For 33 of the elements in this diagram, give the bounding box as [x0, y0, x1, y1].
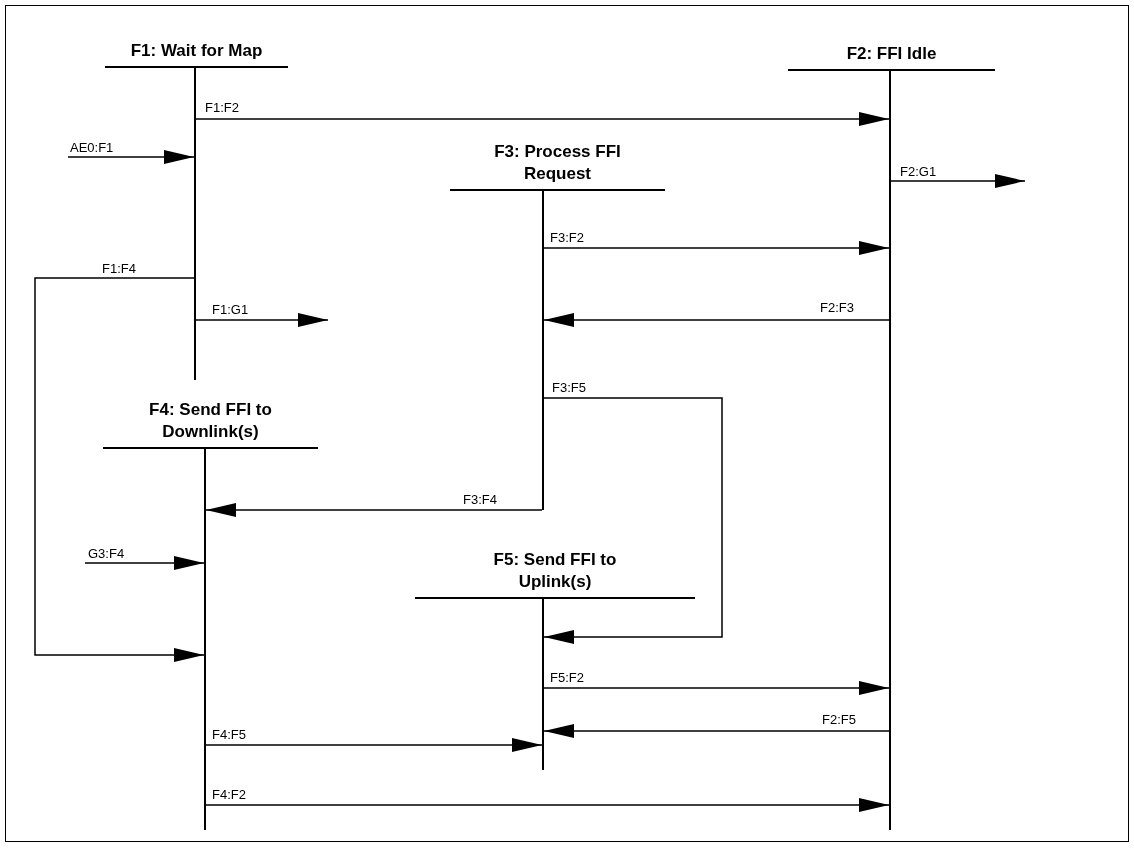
arrow: [890, 174, 1026, 188]
arrow: [84, 556, 205, 570]
arrow: [205, 738, 543, 752]
edge-label: AE0:F1: [70, 140, 114, 155]
edge-label: G3:F4: [88, 546, 125, 561]
arrow: [543, 397, 723, 644]
edge-label: F4:F5: [212, 727, 246, 742]
edge-label: F4:F2: [212, 787, 246, 802]
state-title: F3: Process FFI Request: [493, 141, 622, 185]
edge-label: F2:F3: [820, 300, 854, 315]
arrow: [543, 313, 890, 327]
arrow: [34, 277, 205, 662]
edge-label: F2:F5: [822, 712, 856, 727]
edge-label: F1:F2: [205, 100, 239, 115]
edge-label: F3:F2: [550, 230, 584, 245]
state-title: F1: Wait for Map: [129, 40, 264, 62]
edge-label: F2:G1: [900, 164, 937, 179]
arrow: [195, 313, 329, 327]
state-title: F5: Send FFI to Uplink(s): [492, 549, 618, 593]
arrow: [543, 681, 890, 695]
edge-label: F3:F5: [552, 380, 586, 395]
edge-label: F3:F4: [463, 492, 497, 507]
edge-label: F1:G1: [212, 302, 249, 317]
arrow: [67, 150, 195, 164]
arrow: [543, 241, 890, 255]
state-title: F4: Send FFI to Downlink(s): [148, 399, 273, 443]
edge-label: F5:F2: [550, 670, 584, 685]
edge-label: F1:F4: [102, 261, 136, 276]
arrow: [195, 112, 890, 126]
arrow: [205, 503, 543, 517]
state-title: F2: FFI Idle: [845, 43, 938, 65]
arrow: [543, 724, 890, 738]
arrow: [205, 798, 890, 812]
